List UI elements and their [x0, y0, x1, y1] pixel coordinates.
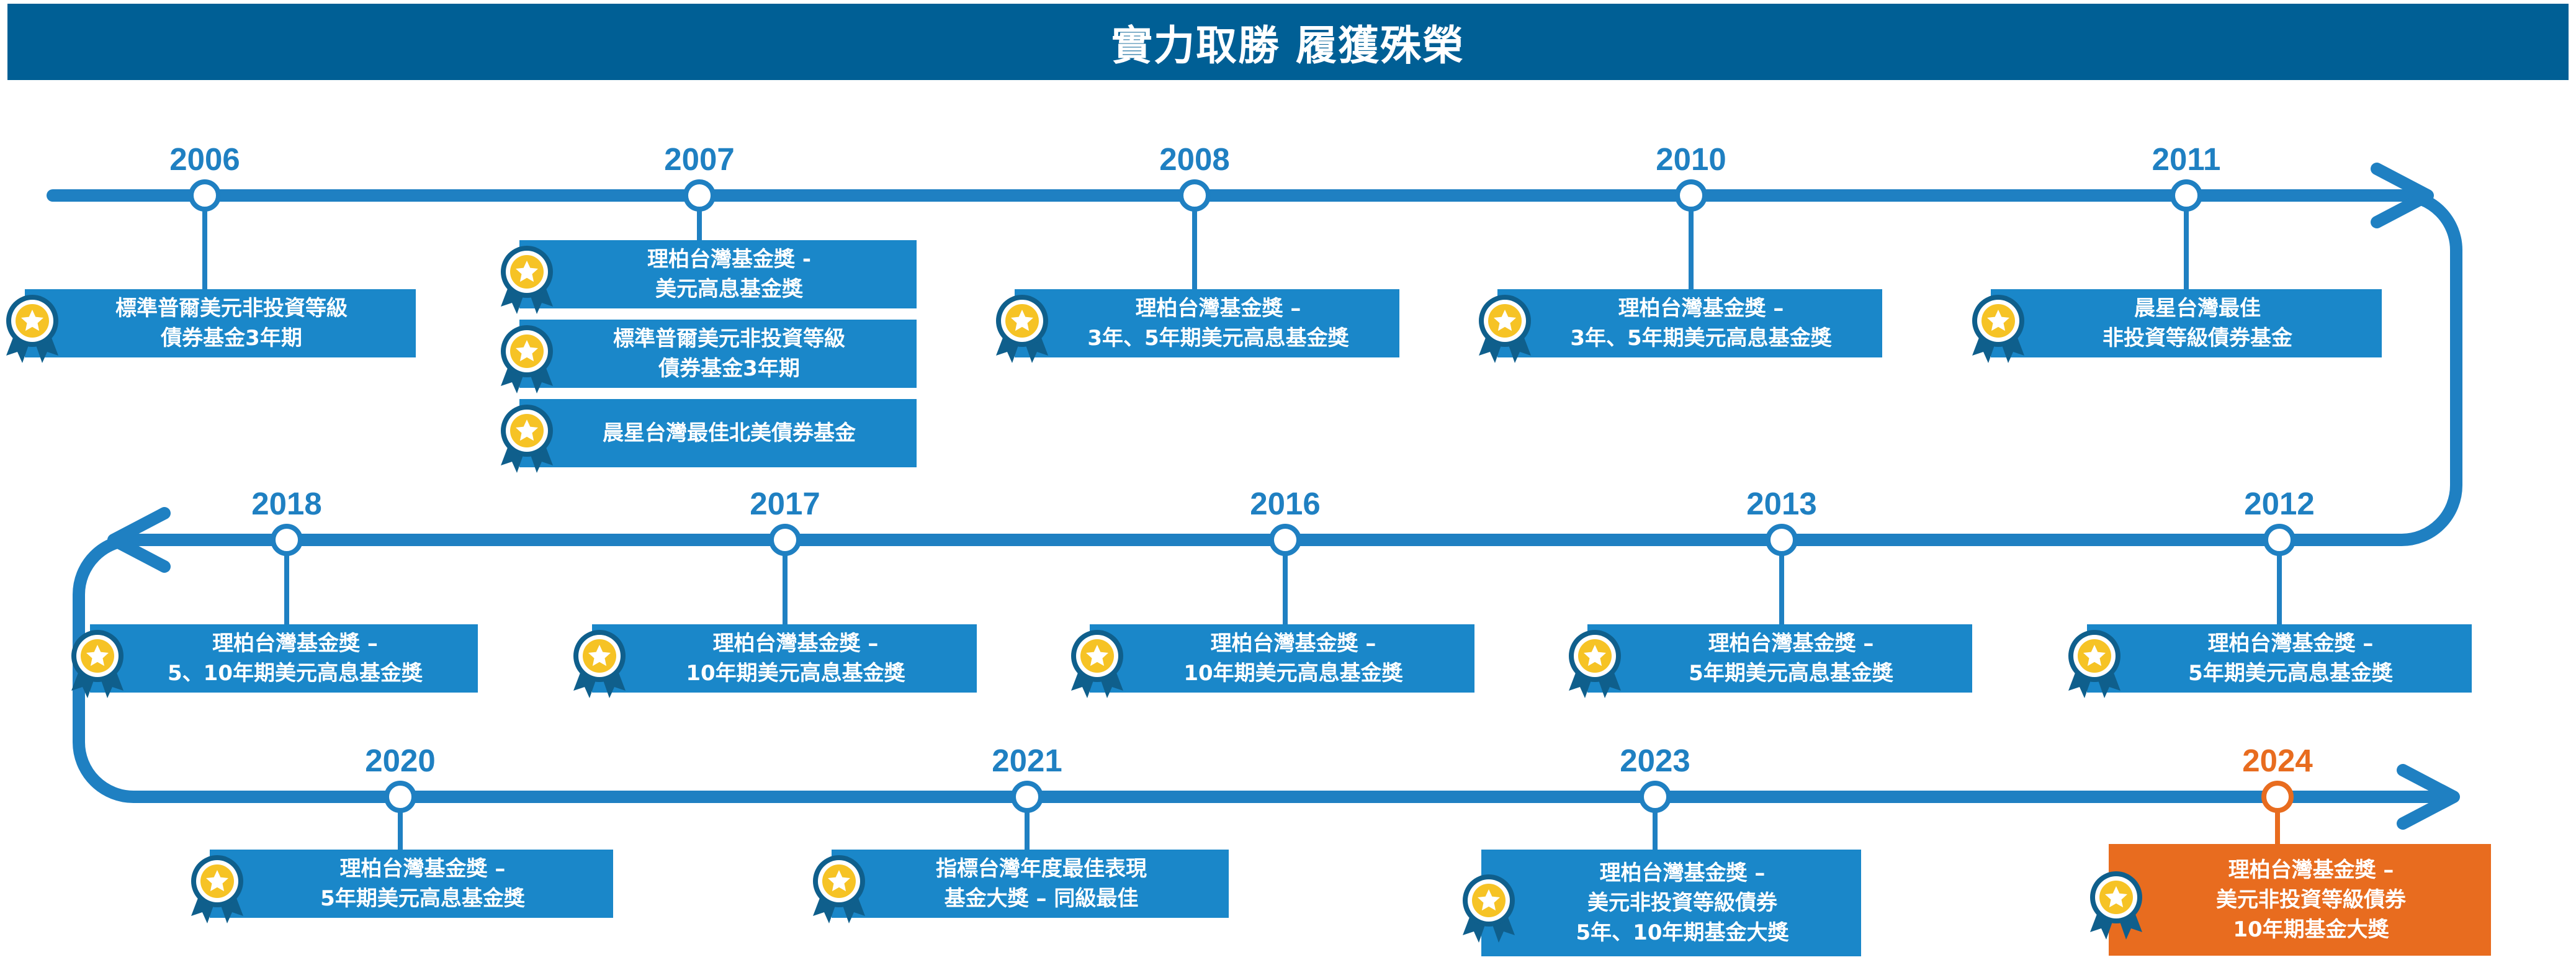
- timeline-node-2012: [2263, 524, 2296, 556]
- award-box: 標準普爾美元非投資等級 債券基金3年期: [519, 320, 917, 388]
- arrow-right-top: [2371, 163, 2434, 228]
- award-box: 理柏台灣基金獎 – 5、10年期美元高息基金獎: [90, 624, 478, 693]
- medal-icon: [68, 626, 127, 699]
- award-box: 理柏台灣基金獎 – 3年、5年期美元高息基金獎: [1015, 289, 1399, 357]
- award-text: 晨星台灣最佳 非投資等級債券基金: [2103, 296, 2292, 351]
- award-box: 晨星台灣最佳 非投資等級債券基金: [1991, 289, 2382, 357]
- award-text: 晨星台灣最佳北美債券基金: [603, 421, 856, 446]
- medal-icon: [497, 242, 557, 315]
- medal-icon: [1067, 626, 1127, 699]
- timeline-node-2011: [2170, 179, 2202, 212]
- timeline-node-2017: [769, 524, 801, 556]
- title-banner: 實力取勝 履獲殊榮: [7, 4, 2569, 80]
- timeline-node-2010: [1675, 179, 1707, 212]
- medal-icon: [497, 321, 557, 395]
- medal-icon: [1459, 871, 1519, 944]
- medal-icon: [1565, 626, 1625, 699]
- medal-icon: [187, 851, 247, 925]
- year-label-2007: 2007: [664, 141, 735, 177]
- medal-icon: [1968, 291, 2028, 364]
- award-box: 理柏台灣基金獎 – 美元非投資等級債券 10年期基金大獎: [2109, 844, 2491, 956]
- award-box: 理柏台灣基金獎 – 5年期美元高息基金獎: [210, 850, 613, 918]
- timeline-node-2021: [1011, 781, 1043, 813]
- timeline-line: [47, 189, 2462, 803]
- medal-icon: [2065, 626, 2124, 699]
- award-text: 標準普爾美元非投資等級 債券基金3年期: [613, 326, 845, 381]
- year-label-2010: 2010: [1656, 141, 1726, 177]
- award-box: 理柏台灣基金獎 – 10年期美元高息基金獎: [592, 624, 977, 693]
- year-label-2011: 2011: [2152, 141, 2221, 177]
- medal-icon: [2, 291, 62, 364]
- award-box: 標準普爾美元非投資等級 債券基金3年期: [25, 289, 416, 357]
- award-text: 理柏台灣基金獎 – 美元非投資等級債券 10年期基金大獎: [2216, 858, 2406, 942]
- timeline-node-2006: [189, 179, 221, 212]
- award-text: 理柏台灣基金獎 – 3年、5年期美元高息基金獎: [1087, 296, 1349, 351]
- award-text: 理柏台灣基金獎 – 美元非投資等級債券 5年、10年期基金大獎: [1576, 861, 1789, 945]
- year-label-2021: 2021: [992, 743, 1062, 778]
- year-label-2023: 2023: [1620, 743, 1690, 778]
- award-text: 理柏台灣基金獎 – 5年期美元高息基金獎: [1689, 631, 1893, 686]
- timeline-node-2020: [384, 781, 416, 813]
- timeline-node-2008: [1178, 179, 1211, 212]
- award-text: 理柏台灣基金獎 – 5、10年期美元高息基金獎: [168, 631, 423, 686]
- award-box: 理柏台灣基金獎 – 5年期美元高息基金獎: [1587, 624, 1972, 693]
- timeline-node-2007: [683, 179, 716, 212]
- timeline-node-2018: [271, 524, 303, 556]
- award-box: 理柏台灣基金獎 – 3年、5年期美元高息基金獎: [1497, 289, 1882, 357]
- award-box: 理柏台灣基金獎 – 5年期美元高息基金獎: [2087, 624, 2472, 693]
- award-box: 理柏台灣基金獎 – 美元非投資等級債券 5年、10年期基金大獎: [1481, 850, 1861, 956]
- award-text: 理柏台灣基金獎 – 3年、5年期美元高息基金獎: [1570, 296, 1832, 351]
- page-title: 實力取勝 履獲殊榮: [1111, 21, 1465, 70]
- award-text: 理柏台灣基金獎 – 10年期美元高息基金獎: [686, 631, 905, 686]
- timeline-node-2023: [1639, 781, 1671, 813]
- year-label-2020: 2020: [365, 743, 436, 778]
- timeline-node-2024: [2261, 781, 2294, 813]
- year-label-2012: 2012: [2244, 486, 2315, 521]
- award-text: 指標台灣年度最佳表現 基金大獎 – 同級最佳: [936, 856, 1147, 911]
- year-label-2008: 2008: [1159, 141, 1230, 177]
- award-box: 晨星台灣最佳北美債券基金: [519, 399, 917, 467]
- award-text: 理柏台灣基金獎 – 10年期美元高息基金獎: [1183, 631, 1403, 686]
- arrow-right-bottom: [2397, 764, 2460, 830]
- medal-icon: [992, 291, 1052, 364]
- award-box: 理柏台灣基金獎 – 10年期美元高息基金獎: [1090, 624, 1474, 693]
- medal-icon: [497, 401, 557, 474]
- award-text: 理柏台灣基金獎 - 美元高息基金獎: [647, 247, 811, 302]
- timeline-node-2016: [1269, 524, 1301, 556]
- year-label-2017: 2017: [750, 486, 820, 521]
- award-box: 指標台灣年度最佳表現 基金大獎 – 同級最佳: [832, 850, 1229, 918]
- award-text: 標準普爾美元非投資等級 債券基金3年期: [115, 296, 348, 351]
- medal-icon: [809, 851, 869, 925]
- award-text: 理柏台灣基金獎 – 5年期美元高息基金獎: [2188, 631, 2393, 686]
- year-label-2016: 2016: [1250, 486, 1321, 521]
- year-label-2006: 2006: [169, 141, 240, 177]
- arrow-left-middle: [107, 507, 171, 573]
- award-text: 理柏台灣基金獎 – 5年期美元高息基金獎: [320, 856, 525, 911]
- medal-icon: [1475, 291, 1535, 364]
- year-label-2013: 2013: [1746, 486, 1817, 521]
- award-box: 理柏台灣基金獎 - 美元高息基金獎: [519, 240, 917, 308]
- year-label-2024: 2024: [2242, 743, 2313, 778]
- medal-icon: [2086, 868, 2146, 941]
- year-label-2018: 2018: [251, 486, 322, 521]
- medal-icon: [570, 626, 629, 699]
- timeline-node-2013: [1766, 524, 1798, 556]
